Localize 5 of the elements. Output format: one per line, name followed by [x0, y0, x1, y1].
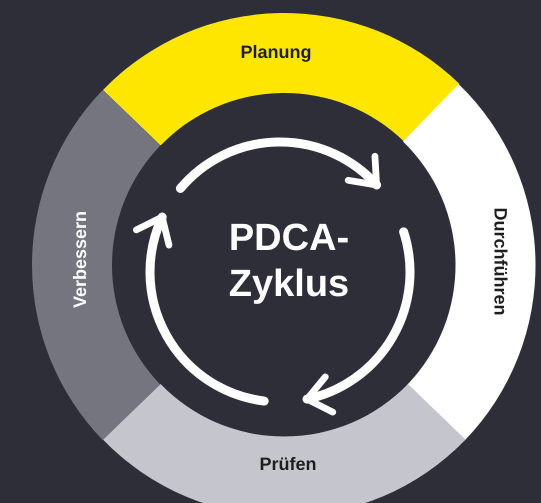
segment-label: Verbessern [70, 211, 91, 309]
center-title: PDCA- Zyklus [228, 216, 350, 307]
segment-label: Prüfen [259, 454, 316, 476]
segment-label: Durchführen [489, 208, 510, 316]
segment-label: Planung [240, 42, 312, 62]
